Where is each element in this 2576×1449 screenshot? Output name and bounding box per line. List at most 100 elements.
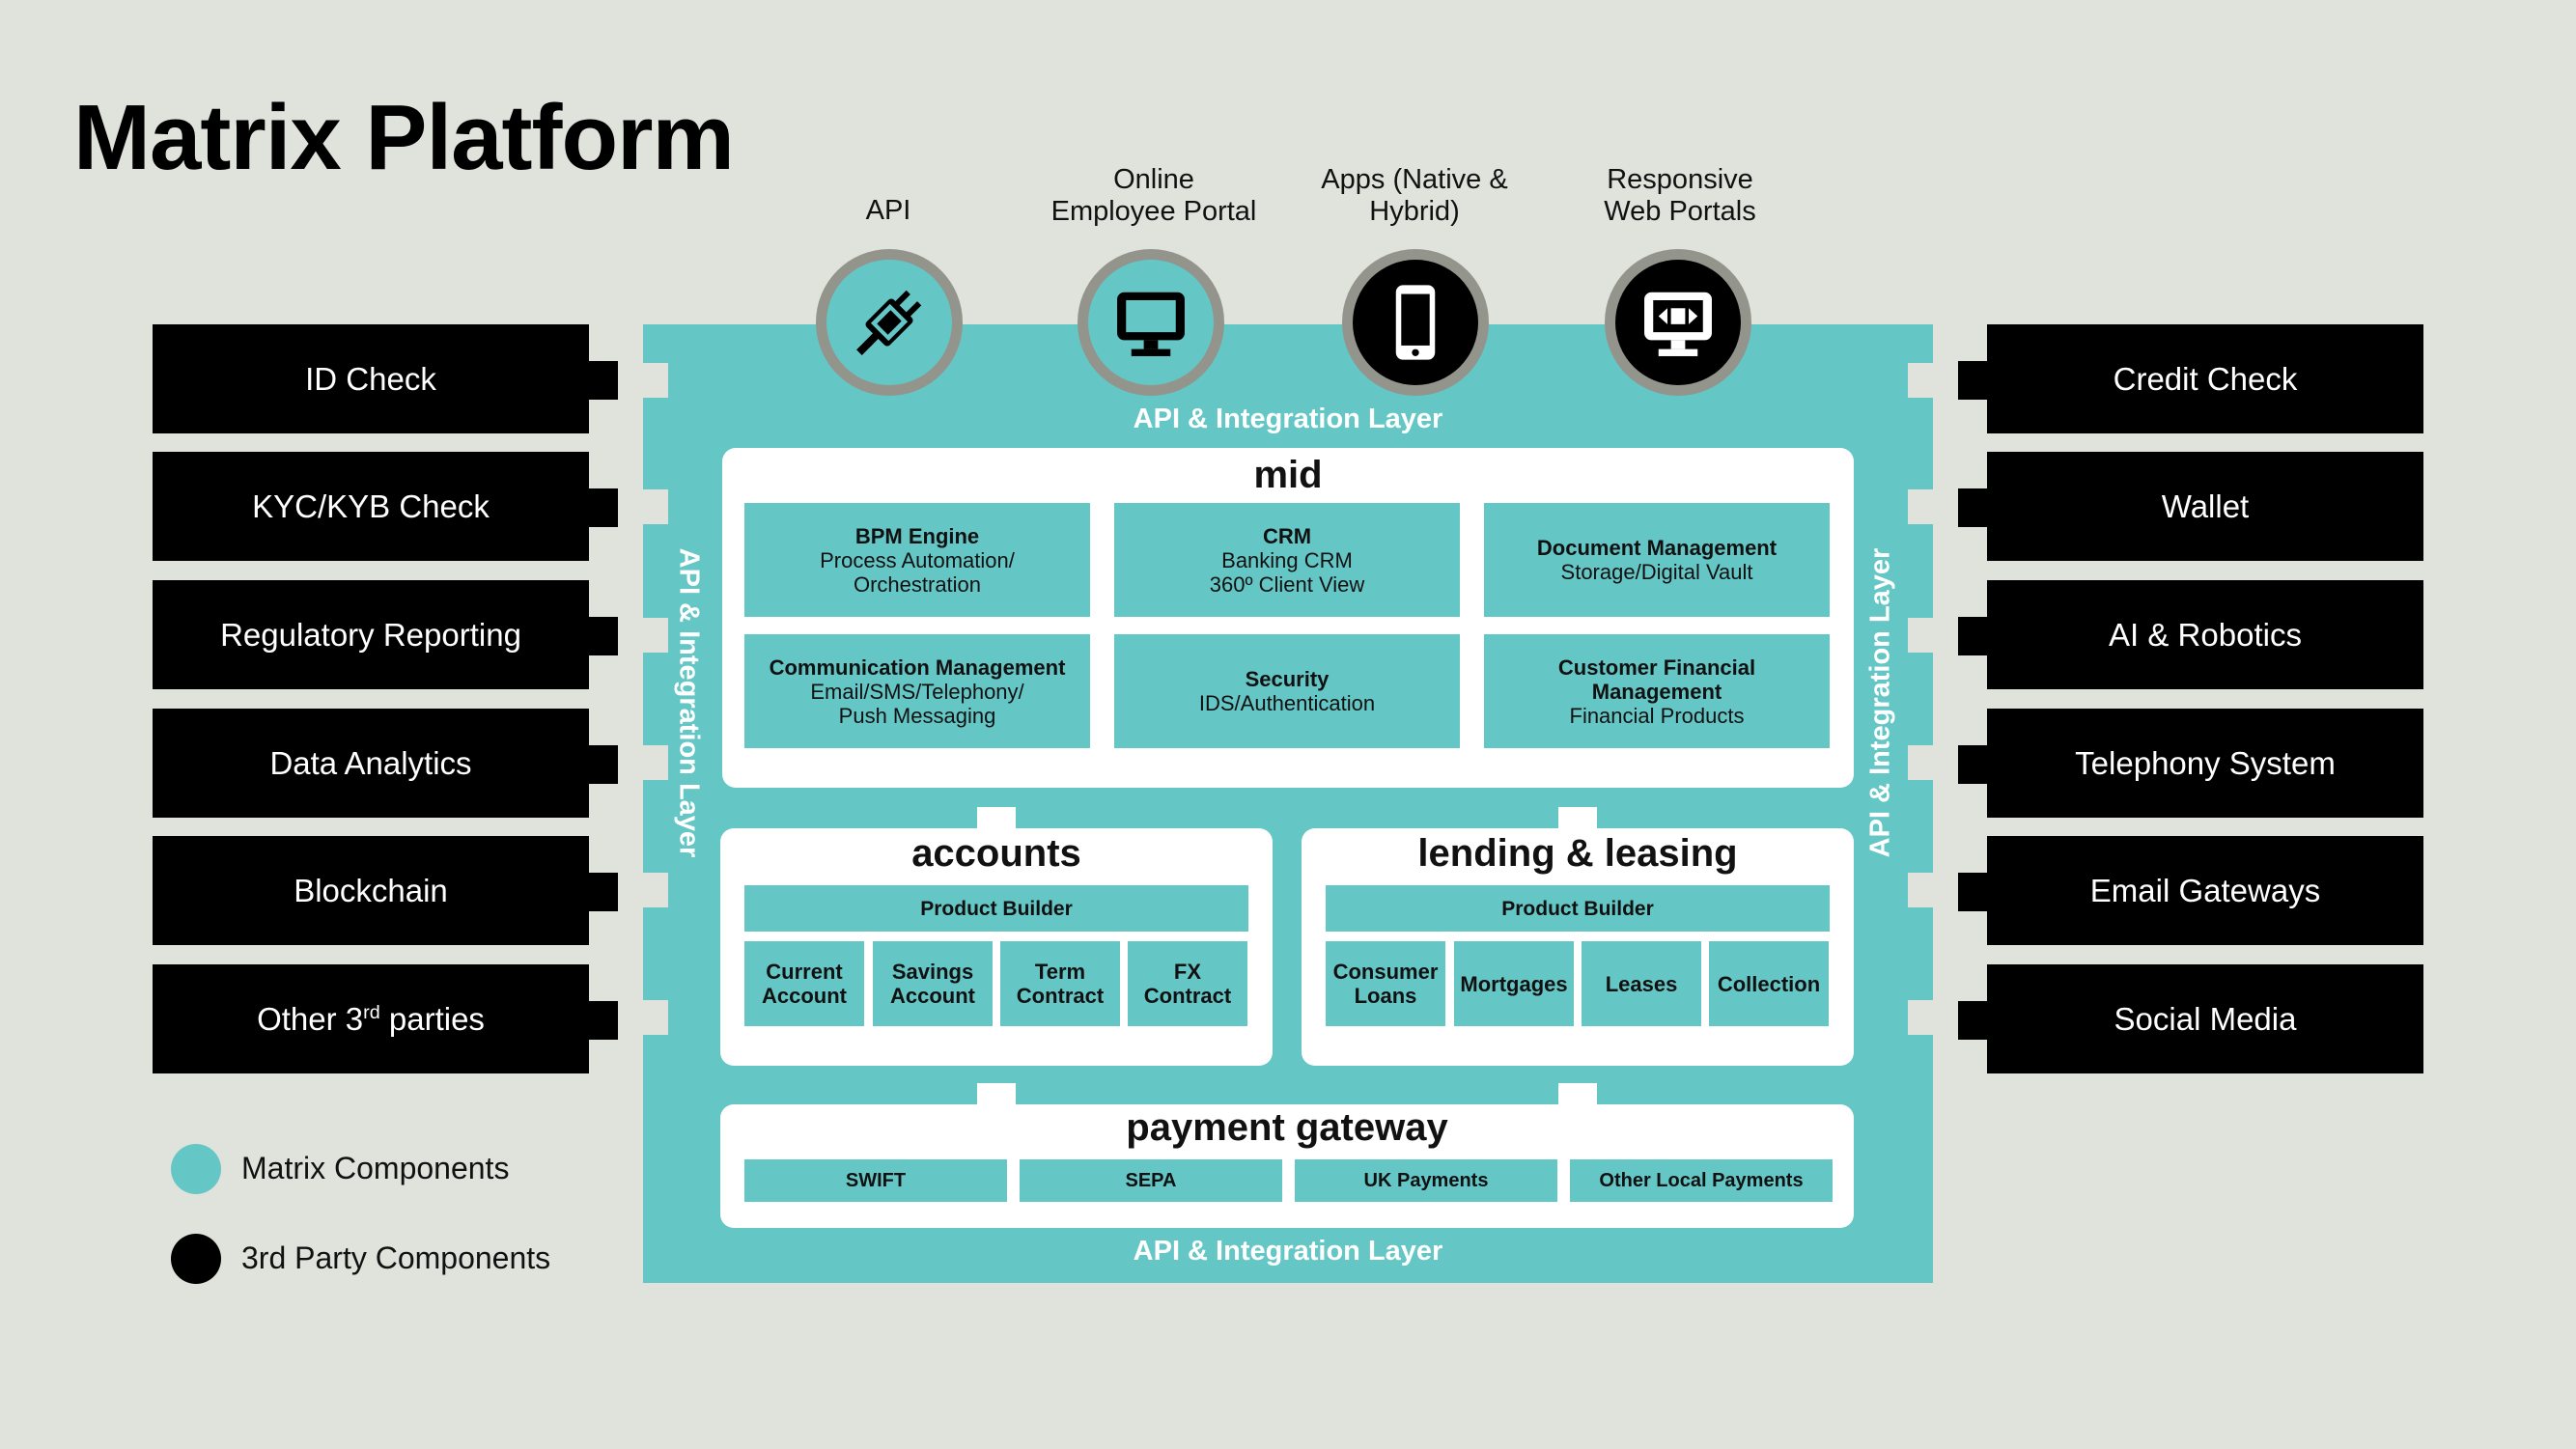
left-connector	[589, 488, 618, 527]
right-connector	[1958, 873, 1987, 911]
savings-account-cell: Savings Account	[873, 941, 993, 1026]
cell-label: Mortgages	[1460, 971, 1568, 996]
left-connector	[589, 1001, 618, 1040]
web-portals-icon-circle	[1605, 249, 1751, 396]
legend-matrix-label: Matrix Components	[241, 1151, 510, 1185]
frame-notch	[643, 1000, 668, 1035]
api-icon-circle	[816, 249, 963, 396]
uk-payments-cell: UK Payments	[1295, 1159, 1557, 1202]
layer-label-top: API & Integration Layer	[1133, 404, 1443, 434]
communication-management-cell: Communication Management Email/SMS/Telep…	[744, 634, 1090, 748]
cell-label: FX Contract	[1143, 960, 1232, 1008]
current-account-cell: Current Account	[744, 941, 864, 1026]
cell-label: Savings Account	[890, 960, 975, 1008]
term-contract-cell: Term Contract	[1000, 941, 1120, 1026]
right-connector	[1958, 617, 1987, 655]
left-component-kyc: KYC/KYB Check	[153, 452, 589, 561]
legend-matrix-dot	[171, 1144, 221, 1194]
right-component-wallet: Wallet	[1987, 452, 2423, 561]
sepa-cell: SEPA	[1020, 1159, 1282, 1202]
cell-subtitle: Storage/Digital Vault	[1560, 560, 1753, 584]
layer-label-bottom: API & Integration Layer	[1133, 1236, 1443, 1267]
security-cell: Security IDS/Authentication	[1114, 634, 1460, 748]
customer-financial-management-cell: Customer Financial Management Financial …	[1484, 634, 1830, 748]
cell-label: Term Contract	[1016, 960, 1105, 1008]
right-connector	[1958, 361, 1987, 400]
frame-notch	[1908, 363, 1933, 398]
document-management-cell: Document Management Storage/Digital Vaul…	[1484, 503, 1830, 617]
cell-title: BPM Engine	[854, 523, 980, 548]
right-component-ai-robotics: AI & Robotics	[1987, 580, 2423, 689]
cell-title: Communication Management	[769, 655, 1066, 680]
connector	[977, 1083, 1016, 1104]
api-label: API	[865, 195, 911, 226]
cell-subtitle: Email/SMS/Telephony/ Push Messaging	[810, 679, 1024, 728]
fx-contract-cell: FX Contract	[1128, 941, 1247, 1026]
bpm-engine-cell: BPM Engine Process Automation/ Orchestra…	[744, 503, 1090, 617]
left-component-regulatory: Regulatory Reporting	[153, 580, 589, 689]
swift-cell: SWIFT	[744, 1159, 1007, 1202]
cell-label: Leases	[1605, 971, 1678, 996]
other-parties-label: Other 3rd parties	[257, 1000, 485, 1037]
smartphone-icon	[1395, 285, 1436, 360]
left-connector	[589, 745, 618, 784]
frame-notch	[643, 363, 668, 398]
right-connector	[1958, 745, 1987, 784]
frame-notch	[1908, 618, 1933, 653]
left-connector	[589, 873, 618, 911]
cell-title: Security	[1245, 667, 1330, 691]
plug-icon	[856, 290, 922, 355]
leases-cell: Leases	[1582, 941, 1701, 1026]
cell-subtitle: Financial Products	[1569, 703, 1745, 728]
cell-subtitle: Banking CRM 360º Client View	[1209, 547, 1365, 597]
right-component-telephony: Telephony System	[1987, 709, 2423, 818]
employee-portal-label: Online Employee Portal	[1050, 164, 1257, 227]
frame-notch	[643, 618, 668, 653]
lending-title: lending & leasing	[1417, 832, 1738, 875]
left-connector	[589, 361, 618, 400]
right-component-social-media: Social Media	[1987, 964, 2423, 1073]
mid-title: mid	[1253, 454, 1323, 496]
other-local-payments-cell: Other Local Payments	[1570, 1159, 1833, 1202]
frame-notch	[1908, 873, 1933, 907]
monitor-icon	[1117, 292, 1185, 356]
cell-label: Collection	[1717, 971, 1821, 996]
legend-third-party-label: 3rd Party Components	[241, 1240, 551, 1275]
frame-notch	[1908, 489, 1933, 524]
responsive-screen-icon	[1644, 292, 1712, 356]
cell-subtitle: Process Automation/ Orchestration	[820, 547, 1015, 597]
apps-label: Apps (Native & Hybrid)	[1321, 164, 1508, 227]
lending-product-builder: Product Builder	[1326, 885, 1830, 932]
connector	[1558, 807, 1597, 828]
left-component-analytics: Data Analytics	[153, 709, 589, 818]
collection-cell: Collection	[1709, 941, 1829, 1026]
left-component-id-check: ID Check	[153, 324, 589, 433]
layer-label-left: API & Integration Layer	[673, 547, 705, 858]
apps-icon-circle	[1342, 249, 1489, 396]
cell-title: Customer Financial Management	[1557, 655, 1756, 704]
right-connector	[1958, 488, 1987, 527]
right-connector	[1958, 1001, 1987, 1040]
page-title: Matrix Platform	[73, 86, 735, 189]
cell-subtitle: IDS/Authentication	[1198, 691, 1376, 715]
frame-notch	[1908, 745, 1933, 780]
frame-notch	[643, 745, 668, 780]
left-component-blockchain: Blockchain	[153, 836, 589, 945]
legend-third-party-dot	[171, 1234, 221, 1284]
connector	[977, 807, 1016, 828]
layer-label-right: API & Integration Layer	[1864, 547, 1896, 858]
payment-title: payment gateway	[1126, 1106, 1448, 1149]
right-component-email-gateways: Email Gateways	[1987, 836, 2423, 945]
crm-cell: CRM Banking CRM 360º Client View	[1114, 503, 1460, 617]
mortgages-cell: Mortgages	[1454, 941, 1574, 1026]
employee-portal-icon-circle	[1078, 249, 1224, 396]
accounts-product-builder: Product Builder	[744, 885, 1248, 932]
consumer-loans-cell: Consumer Loans	[1326, 941, 1445, 1026]
cell-title: CRM	[1262, 523, 1312, 548]
web-portals-label: Responsive Web Portals	[1604, 164, 1756, 227]
left-component-other-parties: Other 3rd parties	[153, 964, 589, 1073]
right-component-credit-check: Credit Check	[1987, 324, 2423, 433]
cell-title: Document Management	[1536, 536, 1778, 560]
cell-label: Consumer Loans	[1332, 960, 1439, 1008]
accounts-title: accounts	[911, 832, 1081, 875]
